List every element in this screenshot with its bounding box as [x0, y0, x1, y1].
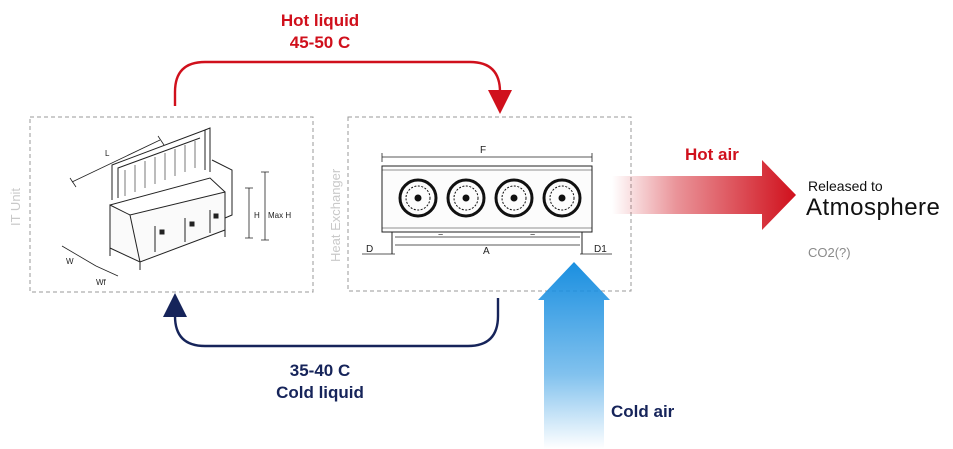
dim-equal-left: =: [438, 228, 443, 238]
dim-max-height: Max H: [268, 211, 291, 220]
dim-equal-right: =: [530, 228, 535, 238]
hot-liquid-temp: 45-50 C: [289, 33, 351, 52]
heat-exchanger-box: [347, 116, 632, 292]
dim-length: L: [105, 149, 110, 158]
it-unit-label: IT Unit: [8, 187, 23, 226]
cold-liquid-temp: 35-40 C: [289, 361, 351, 380]
hot-air-label: Hot air: [685, 145, 739, 164]
cold-liquid-label: 35-40 C Cold liquid: [245, 360, 395, 404]
cold-liquid-arrow: [163, 293, 500, 348]
dim-height: H: [254, 211, 260, 220]
dim-width: W: [66, 257, 74, 266]
hot-liquid-arrow: [173, 60, 512, 114]
fan-icon: [542, 178, 582, 218]
cold-air-arrow: [538, 262, 610, 449]
co2-label: CO2(?): [808, 245, 851, 260]
hot-air-arrow: [612, 160, 796, 230]
dim-spacing: A: [483, 246, 490, 257]
atmosphere-label: Atmosphere: [806, 194, 941, 221]
dim-overall: F: [480, 145, 486, 156]
it-unit-drawing: [61, 127, 269, 277]
it-unit-box: [29, 116, 314, 293]
released-to-label: Released to: [808, 178, 883, 194]
hot-liquid-label: Hot liquid 45-50 C: [250, 10, 390, 54]
fan-icon: [398, 178, 438, 218]
fan-icon: [494, 178, 534, 218]
heat-exchanger-label: Heat Exchanger: [328, 168, 343, 262]
dim-right-offset: D1: [594, 244, 607, 255]
cold-liquid-title: Cold liquid: [276, 383, 364, 402]
cold-air-label: Cold air: [611, 402, 675, 421]
dim-width-front: Wf: [96, 278, 107, 287]
hot-liquid-title: Hot liquid: [280, 11, 360, 30]
fan-icon: [446, 178, 486, 218]
dim-left-offset: D: [366, 244, 373, 255]
